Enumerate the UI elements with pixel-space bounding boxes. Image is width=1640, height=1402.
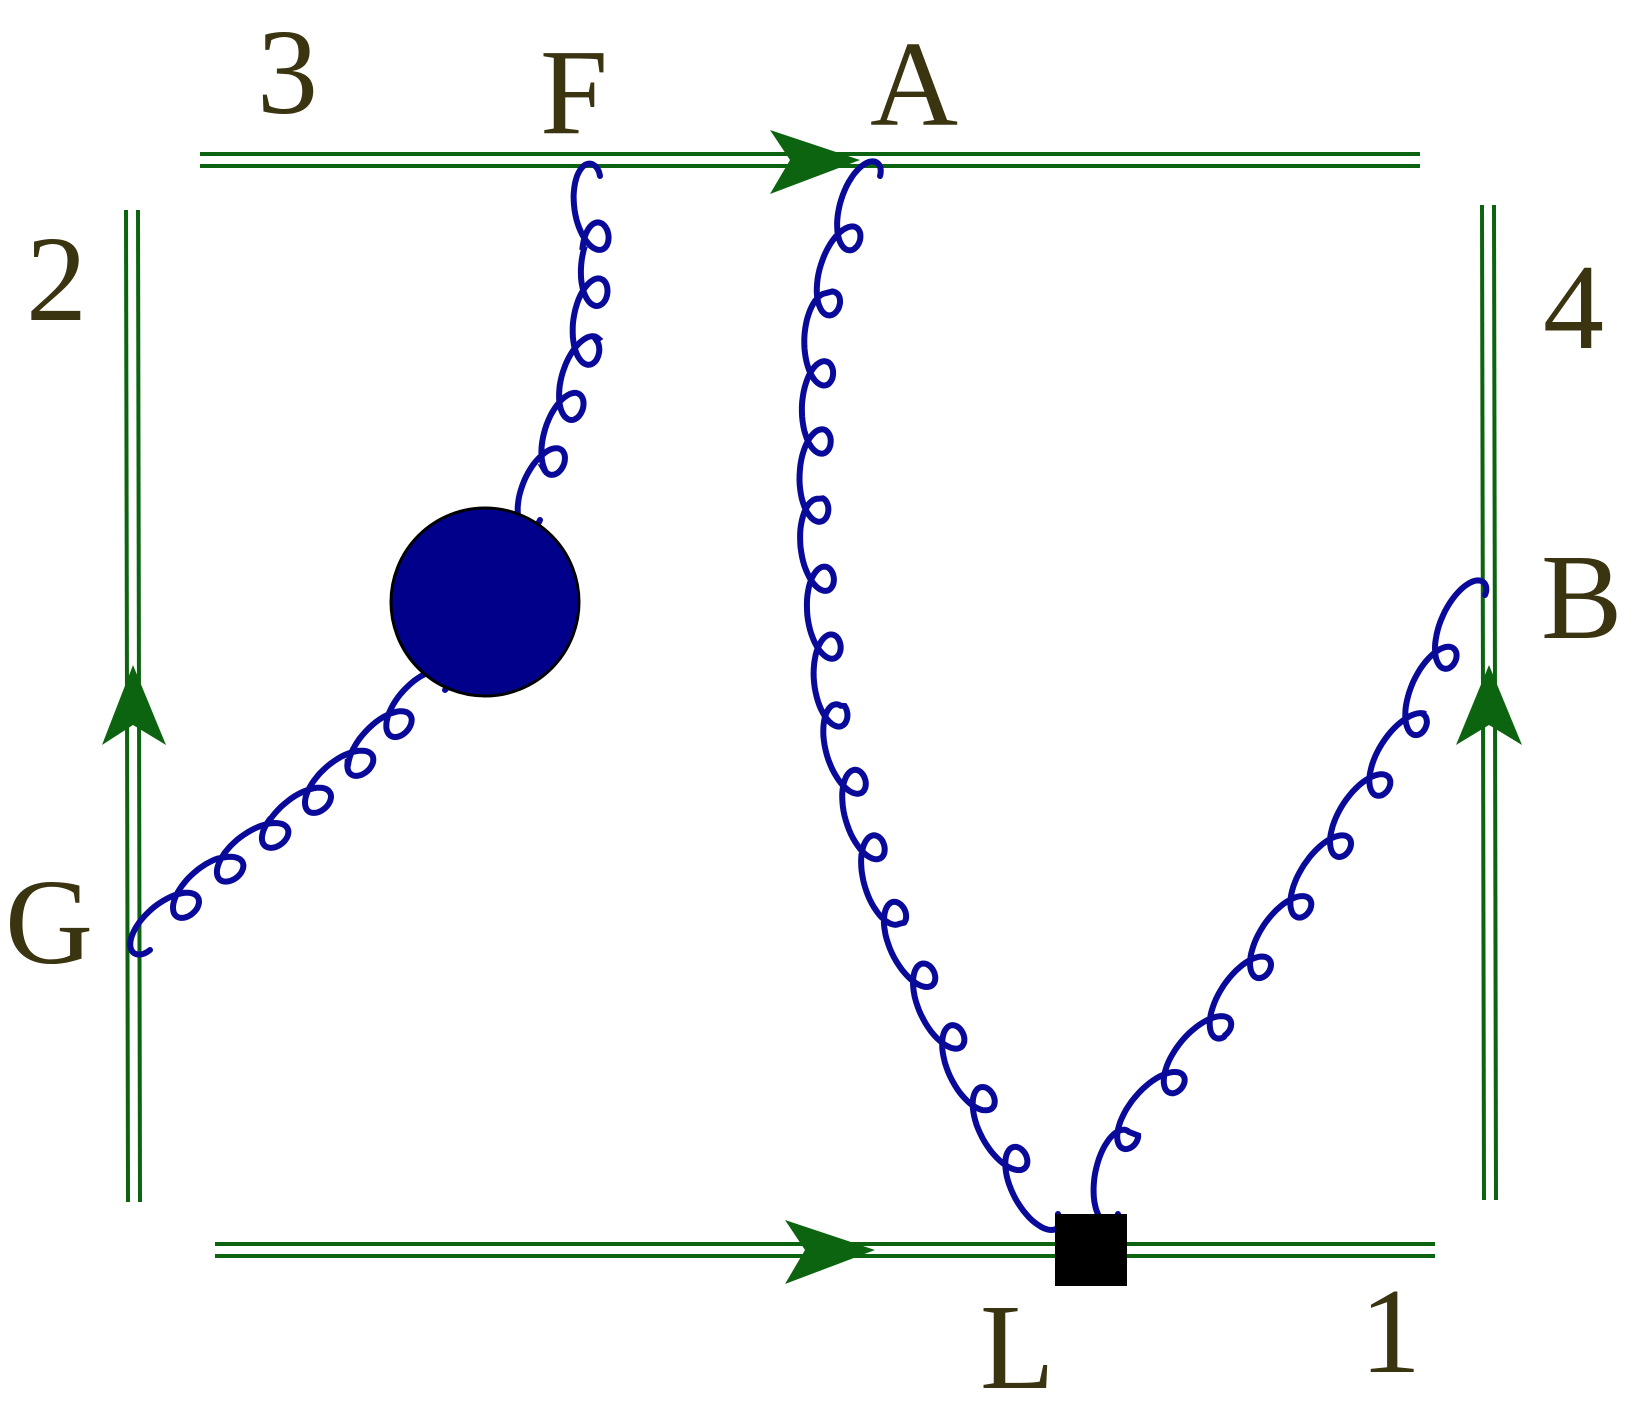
label-vertex-f: F bbox=[540, 25, 608, 160]
label-side-4: 4 bbox=[1543, 240, 1604, 375]
gluon-blob-to-g bbox=[127, 666, 454, 958]
direction-arrows bbox=[102, 130, 1522, 1284]
arrow-left-icon bbox=[102, 665, 166, 745]
label-side-2: 2 bbox=[26, 212, 87, 347]
gluon-f-to-blob bbox=[514, 160, 612, 533]
gluon-b-to-l bbox=[1090, 577, 1490, 1227]
gluon-lines bbox=[127, 158, 1490, 1234]
label-vertex-a: A bbox=[870, 17, 958, 152]
arrow-top-icon bbox=[770, 130, 860, 194]
label-vertex-l: L bbox=[980, 1280, 1055, 1402]
wilson-loop bbox=[124, 152, 1498, 1258]
arrow-bottom-icon bbox=[785, 1220, 875, 1284]
label-vertex-g: G bbox=[5, 855, 93, 990]
label-vertex-b: B bbox=[1541, 530, 1622, 665]
labels: 3 F A 2 4 B G L 1 bbox=[5, 5, 1622, 1402]
arrow-right-icon bbox=[1456, 665, 1522, 745]
label-side-1: 1 bbox=[1360, 1264, 1421, 1399]
gluon-a-to-l bbox=[796, 158, 1064, 1234]
self-energy-blob bbox=[389, 506, 581, 698]
vertex-marker-l bbox=[1055, 1214, 1127, 1286]
label-side-3: 3 bbox=[257, 5, 318, 140]
